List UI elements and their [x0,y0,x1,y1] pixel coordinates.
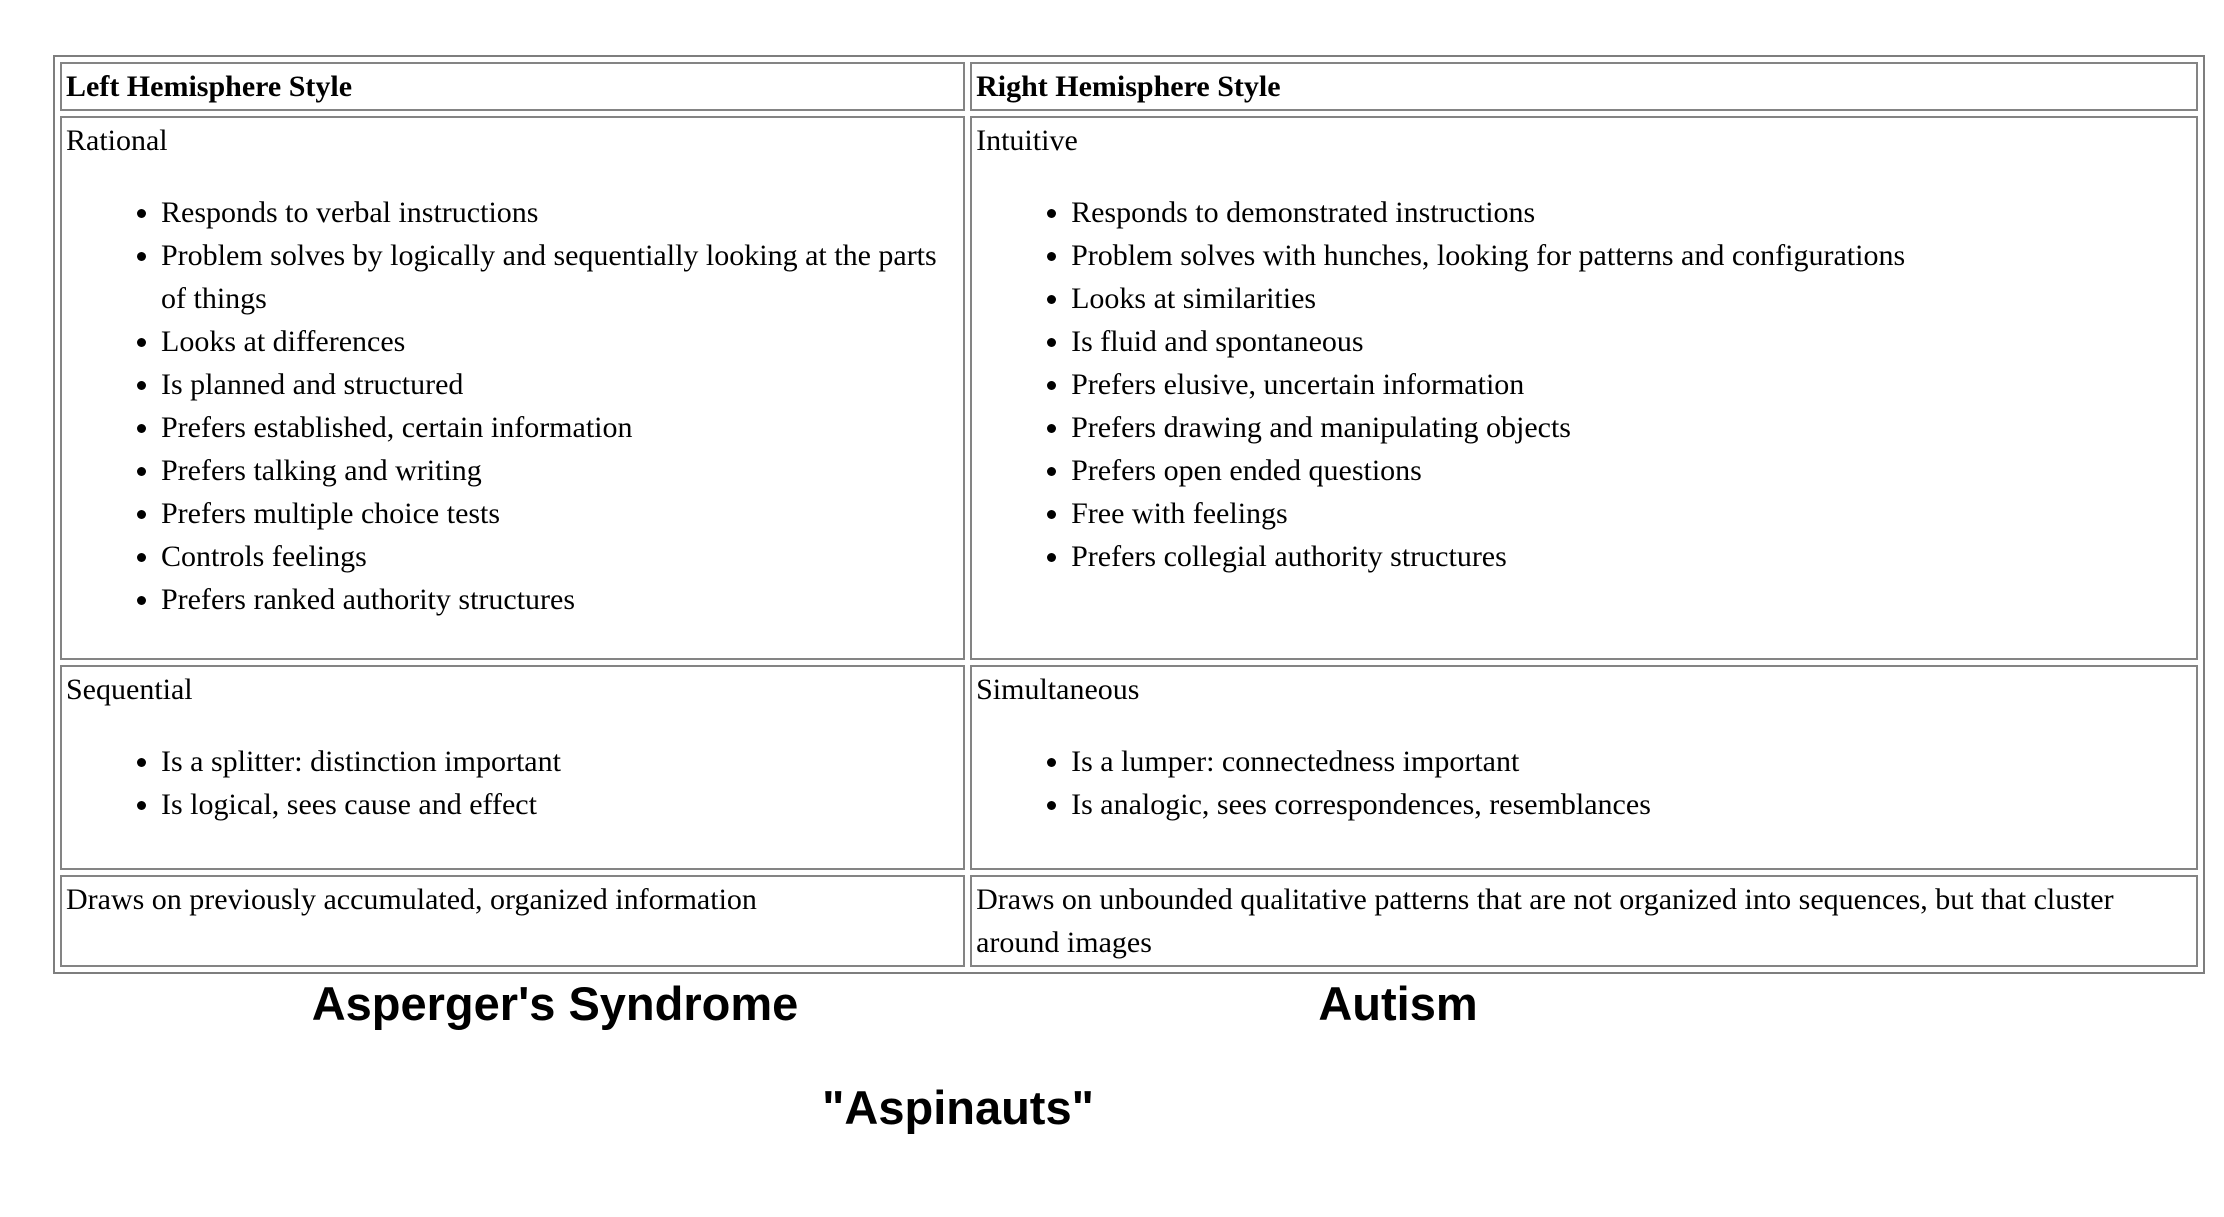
cell-title-intuitive: Intuitive [976,124,1078,157]
bullet-item: Prefers drawing and manipulating objects [1071,406,2192,449]
cell-sequential: Sequential Is a splitter: distinction im… [60,665,966,870]
bullet-item: Is fluid and spontaneous [1071,320,2192,363]
cell-title-rational: Rational [66,124,168,157]
simultaneous-bullet-list: Is a lumper: connectedness importantIs a… [976,740,2192,826]
bullet-item: Prefers established, certain information [161,406,959,449]
bullet-item: Responds to verbal instructions [161,191,959,234]
cell-draws-right: Draws on unbounded qualitative patterns … [970,875,2198,967]
bullet-item: Responds to demonstrated instructions [1071,191,2192,234]
bullet-item: Prefers ranked authority structures [161,578,959,621]
sequential-bullet-list: Is a splitter: distinction importantIs l… [66,740,959,826]
bullet-item: Is logical, sees cause and effect [161,783,959,826]
bullet-item: Looks at similarities [1071,277,2192,320]
bullet-item: Prefers open ended questions [1071,449,2192,492]
cell-text-draws-right: Draws on unbounded qualitative patterns … [976,883,2114,959]
table-header-row: Left Hemisphere Style Right Hemisphere S… [60,62,2198,111]
table-row-sequential-simultaneous: Sequential Is a splitter: distinction im… [60,665,2198,870]
bullet-item: Prefers talking and writing [161,449,959,492]
bullet-item: Prefers elusive, uncertain information [1071,363,2192,406]
caption-aspinauts: "Aspinauts" [822,1081,1094,1134]
bullet-item: Problem solves by logically and sequenti… [161,234,959,320]
cell-title-sequential: Sequential [66,673,193,706]
table-row-draws-on: Draws on previously accumulated, organiz… [60,875,2198,967]
caption-autism: Autism [1318,977,1478,1030]
intuitive-bullet-list: Responds to demonstrated instructionsPro… [976,191,2192,578]
bullet-item: Is a splitter: distinction important [161,740,959,783]
header-left-hemisphere: Left Hemisphere Style [60,62,966,111]
bullet-item: Free with feelings [1071,492,2192,535]
bullet-item: Prefers collegial authority structures [1071,535,2192,578]
rational-bullet-list: Responds to verbal instructionsProblem s… [66,191,959,621]
cell-intuitive: Intuitive Responds to demonstrated instr… [970,116,2198,660]
cell-simultaneous: Simultaneous Is a lumper: connectedness … [970,665,2198,870]
caption-aspergers-syndrome: Asperger's Syndrome [311,977,799,1030]
table-row-rational-intuitive: Rational Responds to verbal instructions… [60,116,2198,660]
cell-text-draws-left: Draws on previously accumulated, organiz… [66,883,757,916]
bullet-item: Is analogic, sees correspondences, resem… [1071,783,2192,826]
cell-draws-left: Draws on previously accumulated, organiz… [60,875,966,967]
cell-rational: Rational Responds to verbal instructions… [60,116,966,660]
cell-title-simultaneous: Simultaneous [976,673,1140,706]
bullet-item: Prefers multiple choice tests [161,492,959,535]
hemisphere-style-table: Left Hemisphere Style Right Hemisphere S… [53,55,2205,974]
bullet-item: Problem solves with hunches, looking for… [1071,234,2192,277]
bullet-item: Is planned and structured [161,363,959,406]
header-right-hemisphere: Right Hemisphere Style [970,62,2198,111]
bullet-item: Controls feelings [161,535,959,578]
bullet-item: Is a lumper: connectedness important [1071,740,2192,783]
bullet-item: Looks at differences [161,320,959,363]
